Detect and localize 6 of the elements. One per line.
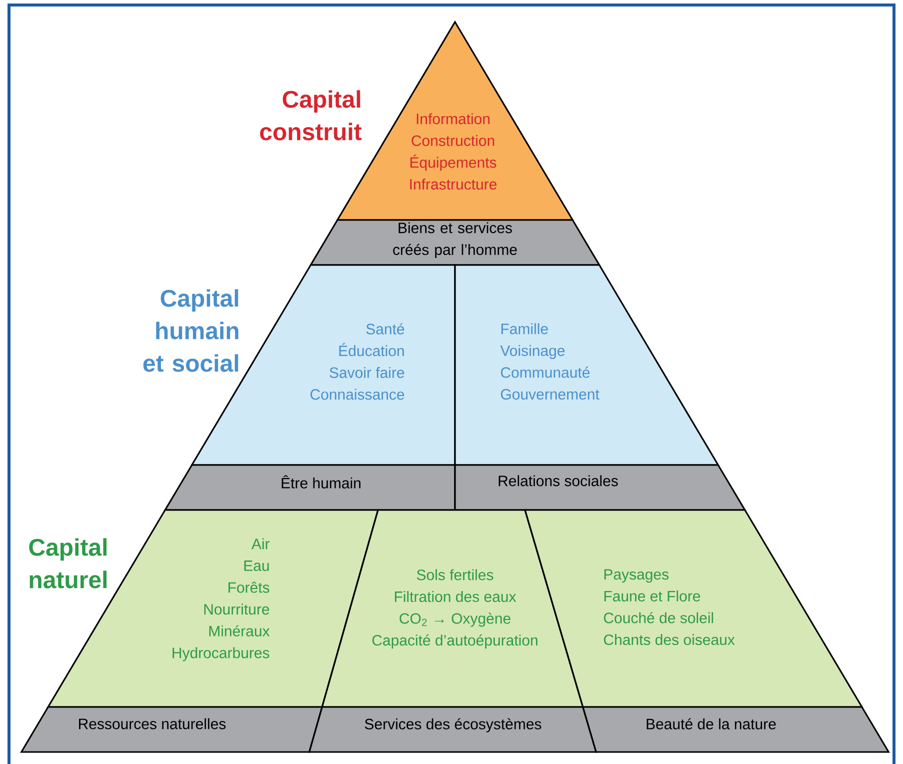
node-label: Services des écosystèmes <box>364 718 542 732</box>
label-band: Relations sociales <box>454 464 746 511</box>
pyramid-tier: Sols fertiles Filtration des eaux CO$_{2}$ → Oxygène Capacité d’autoépuration <box>321 509 584 708</box>
node-label: Ressources naturelles <box>79 718 226 730</box>
node-label: Beauté de la nature <box>646 718 776 730</box>
pyramid-tier: Famille Voisinage Communauté Gouvernement <box>454 264 720 466</box>
